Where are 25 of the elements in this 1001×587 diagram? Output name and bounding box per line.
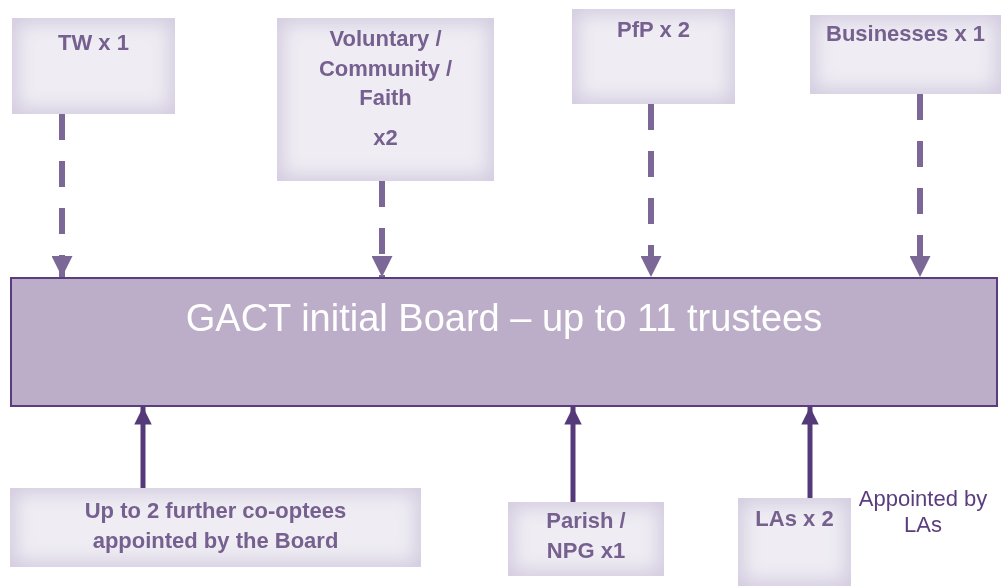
member-label: Parish / NPG x1 bbox=[545, 507, 627, 565]
member-box bbox=[810, 15, 1001, 94]
member-box bbox=[12, 18, 175, 114]
board-box bbox=[10, 277, 998, 407]
member-box bbox=[277, 18, 494, 181]
note-text: Appointed by LAs bbox=[857, 486, 989, 539]
member-label: x2 bbox=[373, 124, 398, 153]
member-box bbox=[508, 502, 664, 576]
member-box bbox=[572, 9, 735, 104]
arrow bbox=[909, 94, 931, 277]
member-label: PfP x 2 bbox=[617, 16, 690, 44]
member-label: LAs x 2 bbox=[755, 505, 834, 533]
member-box bbox=[10, 488, 421, 567]
member-label: TW x 1 bbox=[58, 29, 129, 57]
arrow bbox=[134, 407, 152, 488]
member-label: Voluntary / Community / Faith bbox=[317, 25, 454, 113]
member-box bbox=[738, 498, 851, 586]
member-label: Up to 2 further co-optees appointed by the Board bbox=[83, 497, 348, 555]
board-title: GACT initial Board – up to 11 trustees bbox=[185, 296, 823, 341]
arrow bbox=[564, 407, 582, 502]
member-label: Businesses x 1 bbox=[826, 20, 985, 48]
arrow bbox=[51, 114, 73, 277]
arrow bbox=[801, 407, 819, 498]
arrow bbox=[640, 104, 662, 277]
arrow bbox=[371, 181, 393, 277]
